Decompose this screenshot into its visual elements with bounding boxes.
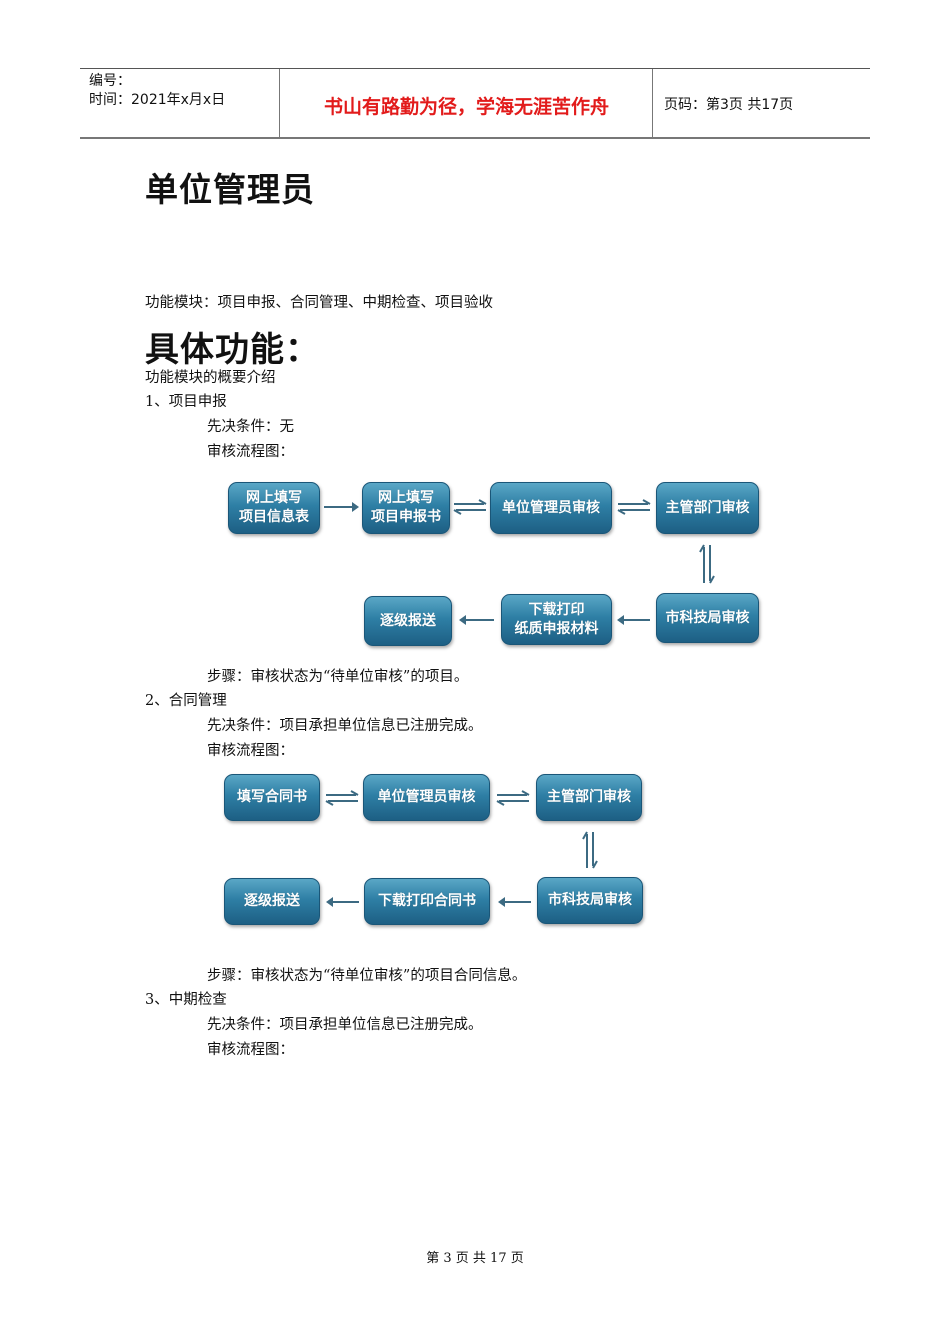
box-text: 网上填写 xyxy=(378,490,434,506)
flow-box-fill-contract: 填写合同书 xyxy=(224,774,320,821)
box-text: 项目申报书 xyxy=(371,509,441,525)
bidirectional-arrow-vertical-icon xyxy=(699,544,715,584)
flow-box-submit-upward: 逐级报送 xyxy=(364,596,452,646)
box-text: 逐级报送 xyxy=(380,612,436,629)
box-text: 主管部门审核 xyxy=(665,499,750,516)
flow-box-fill-info-form: 网上填写 项目信息表 xyxy=(228,482,320,534)
box-text: 下载打印 xyxy=(528,601,585,618)
flow-box-dept-review: 主管部门审核 xyxy=(536,774,642,821)
bidirectional-arrow-icon xyxy=(325,790,359,806)
page-title: 单位管理员 xyxy=(145,170,315,209)
flow-box-fill-application: 网上填写 项目申报书 xyxy=(362,482,450,534)
arrow-right-icon xyxy=(324,502,359,512)
arrow-left-icon xyxy=(326,897,359,907)
section-1-precondition: 先决条件：无 xyxy=(207,419,294,435)
box-text: 逐级报送 xyxy=(244,893,300,909)
bidirectional-arrow-icon xyxy=(496,790,530,806)
section-2-precondition: 先决条件：项目承担单位信息已注册完成。 xyxy=(207,718,483,734)
bidirectional-arrow-icon xyxy=(453,499,487,515)
intro-text: 功能模块的概要介绍 xyxy=(145,370,276,386)
flow-box-city-bureau-review: 市科技局审核 xyxy=(537,877,643,924)
section-3-heading: 3、中期检查 xyxy=(145,992,227,1008)
page-header: 编号： 时间：2021年x月x日 书山有路勤为径，学海无涯苦作舟 页码：第3页 … xyxy=(80,68,870,139)
arrow-left-icon xyxy=(498,897,531,907)
section-1-steps: 步骤：审核状态为“待单位审核”的项目。 xyxy=(207,669,469,685)
flow-box-download-print-contract: 下载打印合同书 xyxy=(364,878,490,925)
header-meta-cell: 编号： 时间：2021年x月x日 xyxy=(80,69,280,137)
box-text: 网上填写 xyxy=(246,490,302,506)
flow-box-download-print-materials: 下载打印 纸质申报材料 xyxy=(501,594,612,645)
modules-line: 功能模块：项目申报、合同管理、中期检查、项目验收 xyxy=(145,295,493,311)
arrow-left-icon xyxy=(459,615,494,625)
number-label: 编号： xyxy=(89,73,131,89)
flow-box-city-bureau-review: 市科技局审核 xyxy=(656,593,759,643)
box-text: 市科技局审核 xyxy=(665,609,750,626)
flow-box-dept-review: 主管部门审核 xyxy=(656,482,759,534)
section-3-precondition: 先决条件：项目承担单位信息已注册完成。 xyxy=(207,1017,483,1033)
section-1-heading: 1、项目申报 xyxy=(145,394,227,410)
bidirectional-arrow-vertical-icon xyxy=(582,831,598,869)
flow-box-unit-admin-review: 单位管理员审核 xyxy=(363,774,490,821)
flow-box-submit-upward: 逐级报送 xyxy=(224,878,320,925)
box-text: 项目信息表 xyxy=(239,509,309,525)
section-1-flow-label: 审核流程图： xyxy=(207,444,294,460)
section-2-flow-label: 审核流程图： xyxy=(207,743,294,759)
bidirectional-arrow-icon xyxy=(617,499,651,515)
box-text: 纸质申报材料 xyxy=(514,620,599,637)
page-footer: 第 3 页 共 17 页 xyxy=(426,1251,524,1266)
section-2-steps: 步骤：审核状态为“待单位审核”的项目合同信息。 xyxy=(207,968,527,984)
box-text: 单位管理员审核 xyxy=(377,789,476,805)
box-text: 主管部门审核 xyxy=(547,789,631,805)
time-label: 时间：2021年x月x日 xyxy=(89,92,226,108)
box-text: 下载打印合同书 xyxy=(378,893,476,909)
box-text: 单位管理员审核 xyxy=(502,499,600,516)
section-heading: 具体功能： xyxy=(145,330,320,370)
box-text: 市科技局审核 xyxy=(548,892,632,908)
section-3-flow-label: 审核流程图： xyxy=(207,1042,294,1058)
arrow-left-icon xyxy=(617,615,650,625)
box-text: 填写合同书 xyxy=(237,789,307,805)
header-page-info: 页码：第3页 共17页 xyxy=(664,97,794,113)
header-motto: 书山有路勤为径，学海无涯苦作舟 xyxy=(281,69,653,137)
flow-box-unit-admin-review: 单位管理员审核 xyxy=(490,482,612,534)
section-2-heading: 2、合同管理 xyxy=(145,693,227,709)
